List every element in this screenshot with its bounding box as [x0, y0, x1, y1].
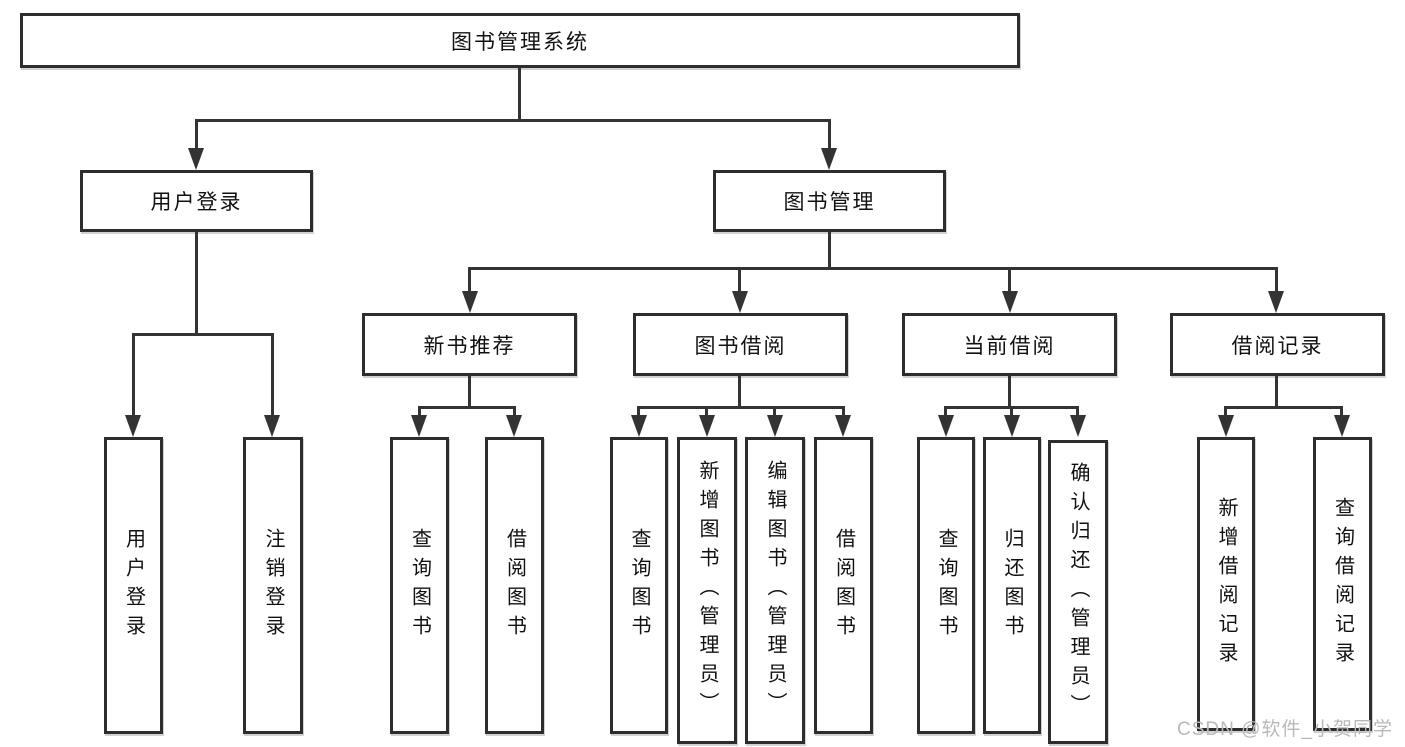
- connector-line: [637, 406, 845, 409]
- connector-line: [705, 406, 708, 418]
- connector-line: [418, 406, 421, 418]
- leaf-user-login: 用户登录: [104, 437, 163, 734]
- node-new-book-recommend: 新书推荐: [362, 313, 577, 376]
- arrow-down-icon: [732, 291, 748, 313]
- leaf-query-books-recommend: 查询图书: [390, 437, 449, 734]
- arrow-down-icon: [462, 291, 478, 313]
- arrow-down-icon: [631, 415, 647, 437]
- connector-line: [1076, 406, 1079, 418]
- connector-line: [1275, 267, 1278, 295]
- node-book-management: 图书管理: [713, 170, 946, 232]
- connector-line: [637, 406, 640, 418]
- connector-line: [195, 119, 831, 122]
- arrow-down-icon: [1004, 415, 1020, 437]
- arrow-down-icon: [938, 415, 954, 437]
- leaf-logout-login: 注销登录: [243, 437, 303, 734]
- connector-line: [468, 267, 471, 295]
- leaf-add-borrow-record: 新增借阅记录: [1197, 437, 1255, 731]
- arrow-down-icon: [1268, 291, 1284, 313]
- arrow-down-icon: [1334, 415, 1350, 437]
- connector-line: [738, 376, 741, 408]
- connector-line: [132, 333, 135, 417]
- leaf-query-books-borrowing: 查询图书: [610, 437, 668, 734]
- watermark-text: CSDN @软件_小贺同学: [1177, 719, 1393, 740]
- connector-line: [842, 406, 845, 418]
- leaf-borrow-books-recommend: 借阅图书: [485, 437, 544, 734]
- connector-line: [468, 267, 1278, 270]
- connector-line: [1008, 376, 1011, 408]
- connector-line: [468, 376, 471, 408]
- connector-line: [1224, 406, 1227, 418]
- connector-line: [1224, 406, 1343, 409]
- leaf-return-books: 归还图书: [983, 437, 1041, 734]
- node-user-login: 用户登录: [80, 170, 313, 232]
- connector-line: [513, 406, 516, 418]
- arrow-down-icon: [125, 415, 141, 437]
- connector-line: [418, 406, 516, 409]
- arrow-down-icon: [188, 148, 204, 170]
- connector-line: [195, 119, 198, 150]
- leaf-add-book-admin: 新增图书（管理员）: [677, 437, 737, 744]
- arrow-down-icon: [821, 148, 837, 170]
- connector-line: [1275, 376, 1278, 408]
- node-library-system: 图书管理系统: [20, 13, 1020, 68]
- node-borrowing-records: 借阅记录: [1170, 313, 1385, 376]
- arrow-down-icon: [264, 415, 280, 437]
- connector-line: [1340, 406, 1343, 418]
- connector-line: [828, 232, 831, 269]
- connector-line: [132, 333, 274, 336]
- arrow-down-icon: [1070, 415, 1086, 437]
- arrow-down-icon: [1218, 415, 1234, 437]
- arrow-down-icon: [699, 415, 715, 437]
- node-current-borrowing: 当前借阅: [902, 313, 1117, 376]
- connector-line: [1010, 406, 1013, 418]
- connector-line: [195, 232, 198, 335]
- connector-line: [773, 406, 776, 418]
- arrow-down-icon: [506, 415, 522, 437]
- arrow-down-icon: [411, 415, 427, 437]
- connector-line: [518, 68, 521, 122]
- connector-line: [944, 406, 947, 418]
- leaf-edit-book-admin: 编辑图书（管理员）: [745, 437, 805, 744]
- leaf-confirm-return-admin: 确认归还（管理员）: [1048, 440, 1108, 744]
- arrow-down-icon: [835, 415, 851, 437]
- connector-line: [1008, 267, 1011, 295]
- arrow-down-icon: [767, 415, 783, 437]
- leaf-query-books-current: 查询图书: [917, 437, 975, 734]
- leaf-borrow-books-borrowing: 借阅图书: [814, 437, 873, 734]
- connector-line: [738, 267, 741, 295]
- leaf-query-borrow-record: 查询借阅记录: [1313, 437, 1372, 731]
- connector-line: [828, 119, 831, 150]
- arrow-down-icon: [1002, 291, 1018, 313]
- node-book-borrowing: 图书借阅: [633, 313, 848, 376]
- connector-line: [271, 333, 274, 417]
